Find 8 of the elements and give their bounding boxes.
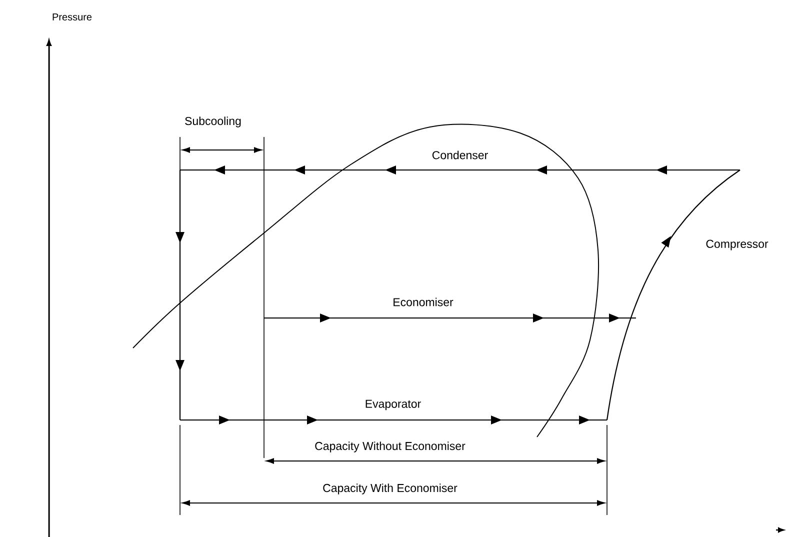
dimension-label: Capacity Without Economiser [314, 440, 466, 454]
process-label: Compressor [704, 238, 770, 252]
dimension-label: Subcooling [184, 116, 242, 128]
dimension-label: Capacity With Economiser [322, 482, 458, 496]
process-label: Economiser [392, 296, 454, 308]
axis-label: Pressure [51, 12, 94, 22]
process-label: Evaporator [364, 398, 422, 412]
process-label: Condenser [430, 150, 490, 160]
